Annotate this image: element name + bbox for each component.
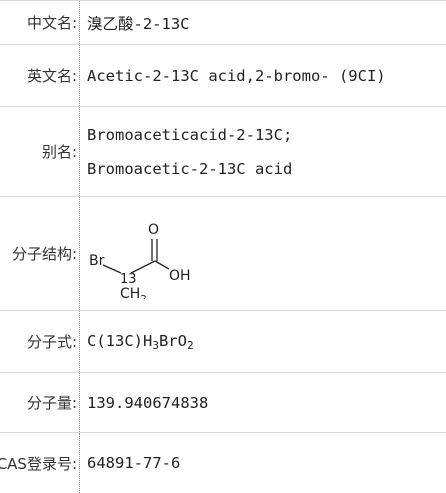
atom-br-label: Br bbox=[89, 253, 105, 269]
atom-o-label: O bbox=[148, 222, 159, 238]
value-chinese-name: 溴乙酸-2-13C bbox=[87, 14, 190, 33]
isotope-label: 13 bbox=[120, 272, 137, 287]
label-english-name: 英文名: bbox=[0, 45, 80, 106]
row-structure: 分子结构: Br O OH 13 CH2 bbox=[0, 197, 446, 311]
row-alias: 别名: Bromoaceticacid-2-13C; Bromoacetic-2… bbox=[0, 107, 446, 197]
formula-part: BrO bbox=[158, 331, 187, 350]
label-cas-number: CAS登录号: bbox=[0, 433, 80, 493]
value-formula: C(13C)H3BrO2 bbox=[87, 311, 446, 372]
molecular-structure-image: Br O OH 13 CH2 bbox=[89, 222, 191, 299]
label-structure: 分子结构: bbox=[0, 197, 80, 310]
formula-subscript: 3 bbox=[152, 338, 159, 352]
row-english-name: 英文名: Acetic-2-13C acid,2-bromo- (9CI) bbox=[0, 45, 446, 107]
atom-oh-label: OH bbox=[169, 268, 191, 284]
ch-text: CH bbox=[120, 286, 140, 299]
ch2-subscript: 2 bbox=[140, 294, 146, 299]
row-molecular-weight: 分子量: 139.940674838 bbox=[0, 373, 446, 433]
value-structure: Br O OH 13 CH2 bbox=[87, 197, 446, 310]
alias-line: Bromoacetic-2-13C acid bbox=[87, 159, 293, 178]
value-english-name: Acetic-2-13C acid,2-bromo- (9CI) bbox=[87, 66, 386, 85]
formula-subscript: 2 bbox=[186, 338, 194, 352]
row-chinese-name: 中文名: 溴乙酸-2-13C bbox=[0, 1, 446, 45]
label-chinese-name: 中文名: bbox=[0, 1, 80, 44]
label-molecular-weight: 分子量: bbox=[0, 373, 80, 432]
row-cas-number: CAS登录号: 64891-77-6 bbox=[0, 433, 446, 493]
ch2-group-label: CH2 bbox=[120, 286, 147, 299]
value-alias: Bromoaceticacid-2-13C; Bromoacetic-2-13C… bbox=[87, 107, 446, 196]
alias-line: Bromoaceticacid-2-13C; bbox=[87, 125, 293, 144]
value-cas-number: 64891-77-6 bbox=[87, 454, 181, 472]
label-alias: 别名: bbox=[0, 107, 80, 196]
value-molecular-weight: 139.940674838 bbox=[87, 393, 209, 412]
row-formula: 分子式: C(13C)H3BrO2 bbox=[0, 311, 446, 373]
label-formula: 分子式: bbox=[0, 311, 80, 372]
formula-part: C(13C)H bbox=[87, 331, 153, 350]
